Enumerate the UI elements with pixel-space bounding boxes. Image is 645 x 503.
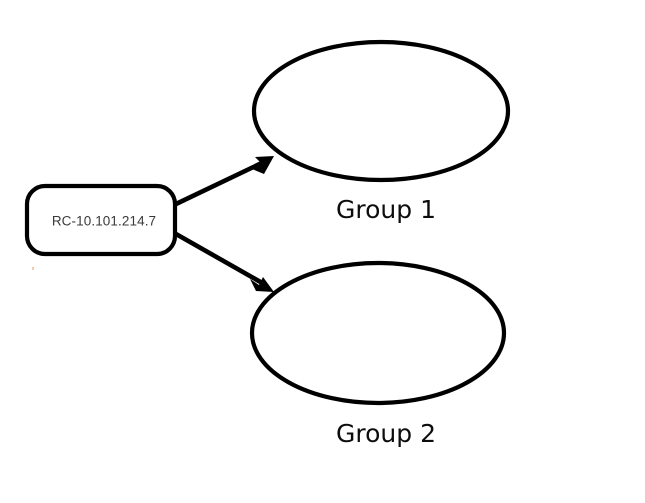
artifact-speck — [32, 267, 34, 270]
group-2-ellipse-fill — [252, 263, 504, 403]
edge-to-group-2[interactable] — [174, 232, 274, 292]
arrowhead-to-group-2 — [250, 277, 274, 292]
group-2-ellipse-outline — [249, 260, 507, 406]
group-1-ellipse-fill — [254, 42, 508, 180]
source-node[interactable]: RC-10.101.214.7 — [24, 183, 178, 257]
edge-line-to-group-1 — [175, 158, 267, 207]
group-1-node[interactable] — [251, 39, 511, 183]
source-node-fill — [27, 186, 175, 254]
group-2-label: Group 2 — [336, 419, 436, 448]
group-1-ellipse-outline — [251, 39, 511, 183]
group-1-label: Group 1 — [336, 195, 436, 224]
source-node-label: RC-10.101.214.7 — [52, 214, 156, 229]
source-node-outline — [24, 183, 178, 257]
group-2-node[interactable] — [249, 260, 507, 406]
edge-to-group-1[interactable] — [175, 156, 274, 207]
edge-line-to-group-2 — [174, 232, 266, 286]
arrowhead-to-group-1 — [252, 156, 274, 174]
